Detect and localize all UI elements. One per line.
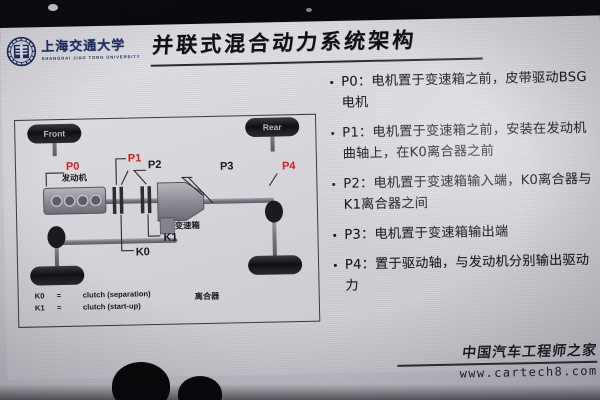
sjtu-seal-icon [6,36,37,67]
wheel-front-label: Front [43,128,65,138]
legend-key-k1: K1 [35,303,46,312]
bullet-dot-icon [331,131,335,135]
slide-header: 上海交通大学 SHANGHAI JIAO TONG UNIVERSITY 并联式… [0,19,600,74]
bullet-list: P0：电机置于变速箱之前，皮带驱动BSG电机 P1：电机置于变速箱之前，安装在发… [330,67,600,362]
bullet-dot-icon [333,263,337,267]
legend-desc-k0: clutch (separation) [83,289,152,299]
bullet-dot-icon [332,182,336,186]
engine-block: 发动机 [43,172,107,215]
clutch-k0 [112,186,124,214]
ceiling-light [48,4,58,11]
engine-label: 发动机 [61,172,88,183]
legend-eq-k1: = [57,303,62,312]
sjtu-logo: 上海交通大学 SHANGHAI JIAO TONG UNIVERSITY [6,33,143,68]
diagram-legend: K0 = clutch (separation) K1 = clutch (st… [35,289,221,312]
bullet-dot-icon [333,233,337,237]
bottom-shadow [0,384,600,400]
bullet-text-p4: P4：置于驱动轴，与发动机分别输出驱动力 [344,252,590,294]
transmission-housing: 变速箱 [156,181,205,235]
wheel-rear-label: Rear [263,122,283,132]
front-differential [47,226,66,249]
marker-k1: K1 [163,232,177,244]
wheel-rear-bottom [248,255,303,275]
marker-p4: P4 [282,160,297,172]
list-item: P0：电机置于变速箱之前，皮带驱动BSG电机 [330,67,597,114]
wheel-front-top: Front [27,123,82,144]
transmission-label: 变速箱 [175,220,201,231]
powertrain-diagram: Front Rear 发动机 [14,113,321,328]
leader-lines [45,158,278,252]
marker-p2: P2 [148,159,162,171]
bullet-text-p1: P1：电机置于变速箱之前，安装在发动机曲轴上，在K0离合器之前 [342,120,587,162]
wheel-rear-top: Rear [245,117,300,137]
slide-title: 并联式混合动力系统架构 [151,26,418,58]
marker-k0: K0 [136,246,150,258]
marker-p3: P3 [220,160,234,172]
sjtu-name-en: SHANGHAI JIAO TONG UNIVERSITY [41,53,141,61]
ceiling-light [306,8,312,12]
sjtu-name-cn: 上海交通大学 [41,38,126,56]
list-item: P2：电机置于变速箱输入端，K0离合器与K1离合器之间 [332,169,599,216]
bullet-text-p0: P0：电机置于变速箱之前，皮带驱动BSG电机 [341,69,587,111]
wheel-front-bottom [30,265,85,286]
bullet-dot-icon [330,80,334,84]
marker-p0: P0 [66,161,80,173]
legend-eq-k0: = [57,291,62,300]
powertrain-svg: Front Rear 发动机 [27,117,303,313]
clutch-group-label: 离合器 [195,291,221,302]
list-item: P3：电机置于变速箱输出端 [333,220,599,246]
site-watermark: 中国汽车工程师之家 www.cartech8.com [392,340,598,388]
legend-key-k0: K0 [35,291,45,300]
bullet-text-p2: P2：电机置于变速箱输入端，K0离合器与K1离合器之间 [343,171,592,213]
sjtu-logo-text: 上海交通大学 SHANGHAI JIAO TONG UNIVERSITY [41,38,141,61]
clutch-k1 [140,186,152,214]
legend-desc-k1: clutch (start-up) [83,301,141,311]
marker-p1: P1 [128,152,142,164]
rear-differential [264,200,283,223]
watermark-site-name: 中国汽车工程师之家 [461,342,599,362]
bullet-text-p3: P3：电机置于变速箱输出端 [344,224,509,243]
list-item: P4：置于驱动轴，与发动机分别输出驱动力 [333,250,600,297]
list-item: P1：电机置于变速箱之前，安装在发动机曲轴上，在K0离合器之前 [331,118,598,165]
watermark-url: www.cartech8.com [459,363,598,381]
